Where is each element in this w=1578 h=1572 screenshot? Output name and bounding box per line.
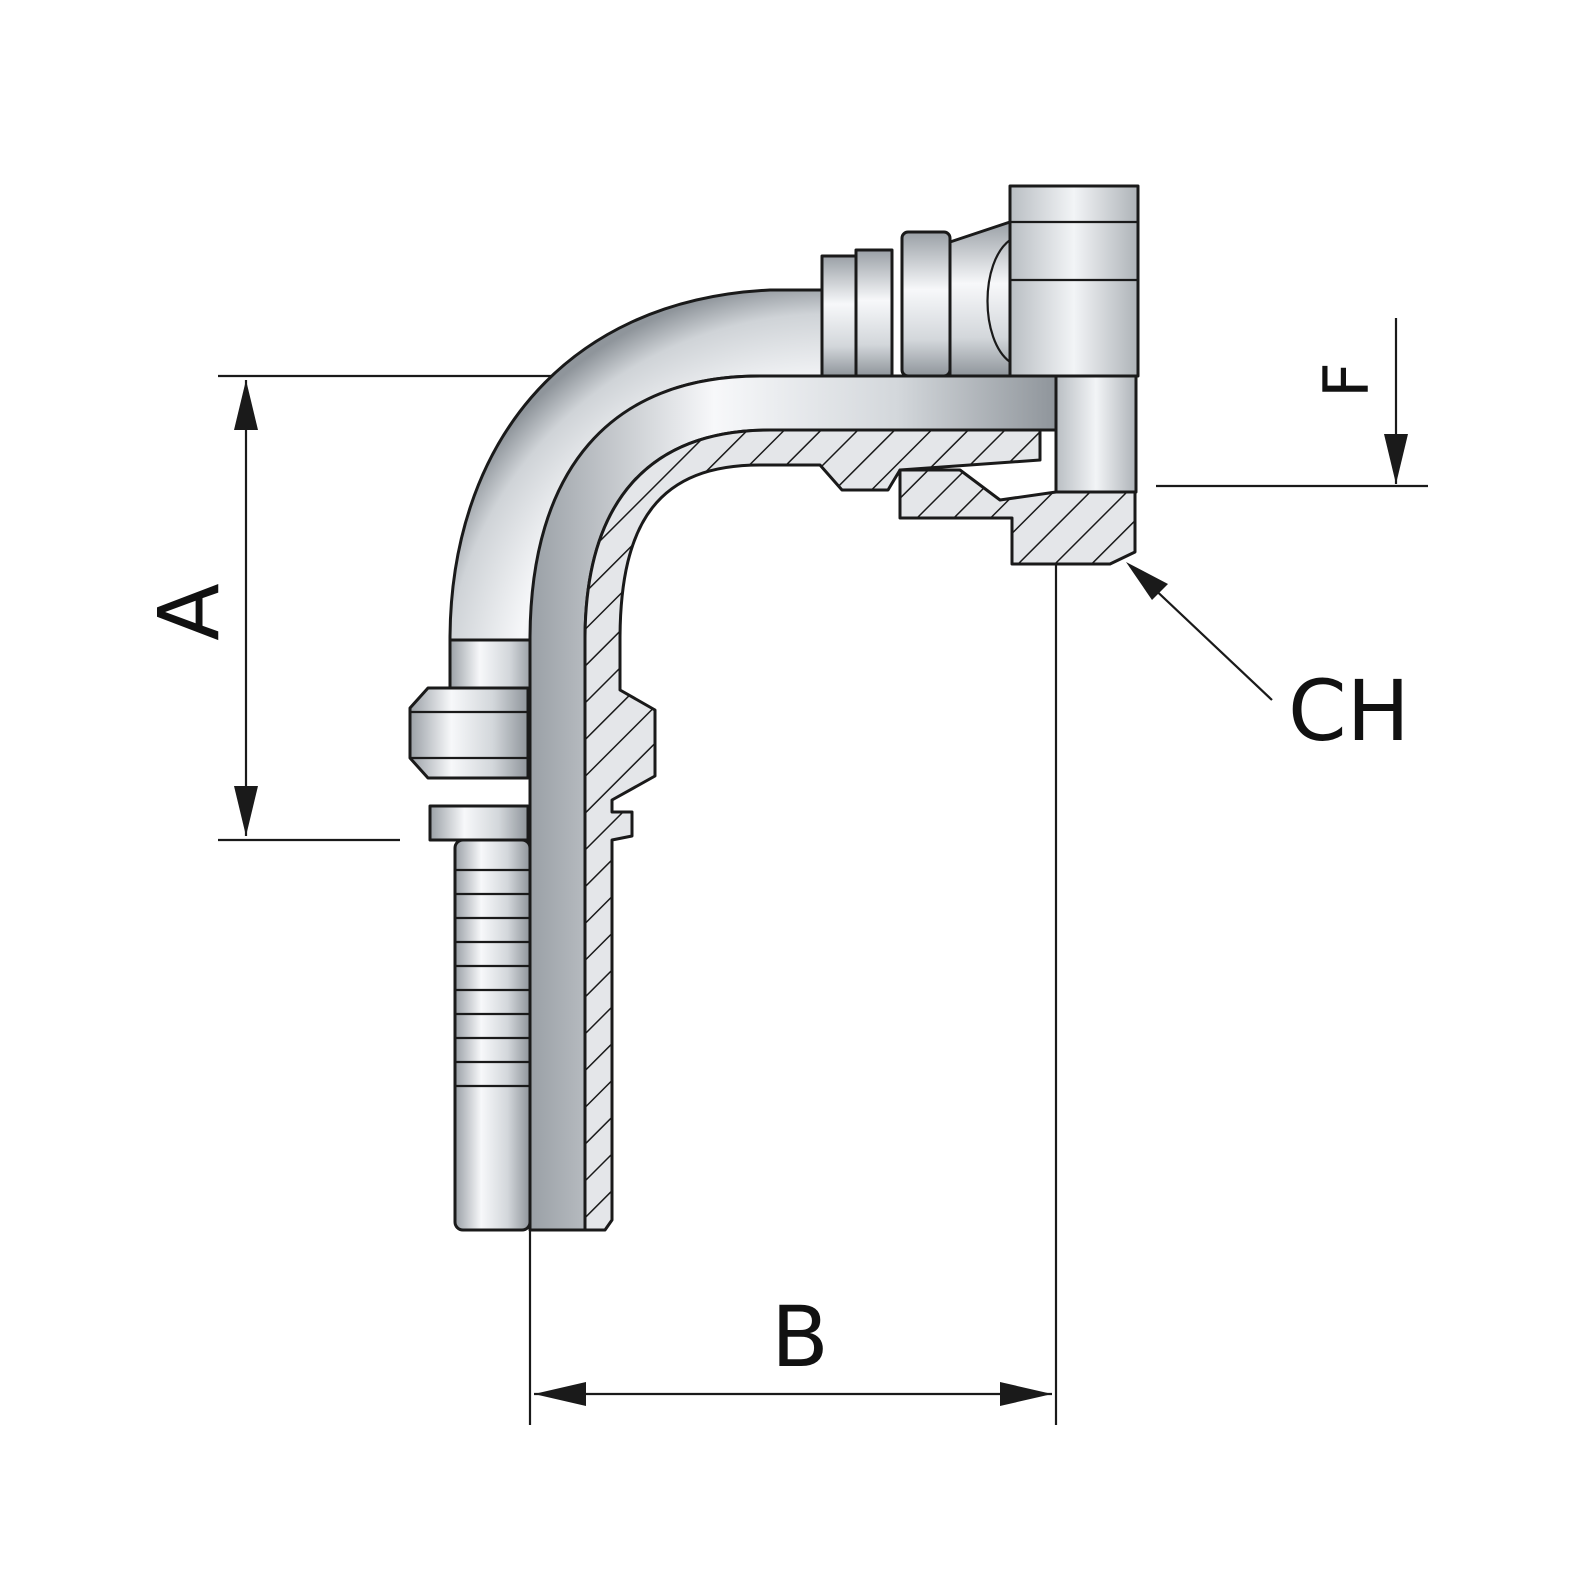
tail-hex-collar [408, 686, 530, 780]
arrow-up-icon [234, 380, 258, 430]
label-f: F [1310, 362, 1383, 398]
label-a: A [140, 583, 238, 640]
arrow-pointer-icon [1126, 562, 1168, 600]
hose-tail-ribs [455, 868, 530, 1088]
dimension-b: B [528, 492, 1058, 1425]
hose-tail [453, 838, 532, 1232]
body-collar-3 [900, 230, 952, 378]
tail-small-collar [428, 804, 530, 842]
fitting-body [408, 184, 1140, 1232]
vertical-tube [448, 638, 537, 692]
dimension-ch: CH [1126, 562, 1410, 760]
arrow-down-icon [234, 786, 258, 836]
nut-face [1054, 374, 1138, 494]
arrow-left-icon [534, 1382, 586, 1406]
dimension-f: F [1156, 318, 1428, 488]
label-ch: CH [1288, 662, 1410, 760]
label-b: B [771, 1288, 829, 1386]
body-collar-2 [854, 248, 894, 378]
section-hatched-wall [583, 428, 1042, 1232]
arrow-down-icon [1384, 434, 1408, 484]
arrow-right-icon [1000, 1382, 1052, 1406]
